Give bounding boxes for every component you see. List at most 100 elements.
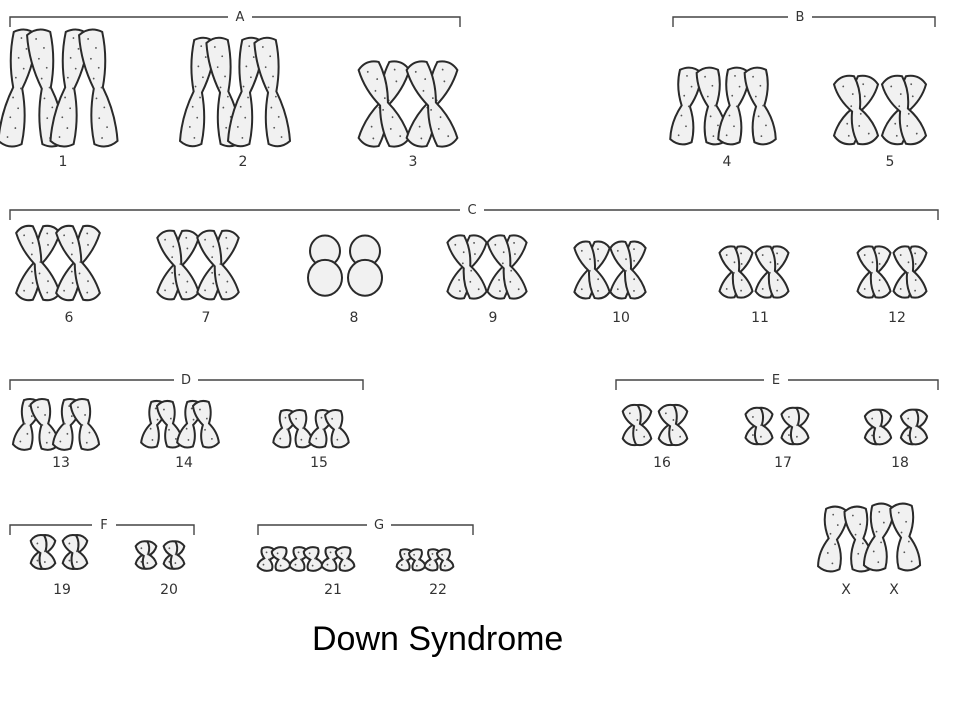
chromosome-6-copy (15, 224, 61, 302)
chromosome-18-copy (863, 408, 893, 446)
chromatid (609, 240, 647, 300)
chromatid (69, 398, 101, 451)
group-bracket-d (9, 379, 364, 390)
sex-chromosome-x (862, 502, 922, 572)
chromosome-17-copy (780, 406, 810, 446)
chromatid (899, 408, 929, 446)
group-label-b: B (796, 10, 805, 25)
group-bracket-f (9, 524, 195, 535)
group-label-d: D (181, 373, 191, 388)
chromatid (718, 245, 754, 299)
chromosome-1-copy (49, 28, 119, 148)
chromosome-number-8: 8 (350, 310, 359, 326)
chromatid (863, 408, 893, 446)
chromosome-9-copy (486, 234, 528, 300)
chromatid (334, 546, 356, 572)
chromosome-10-copy (573, 240, 611, 300)
chromosome-number-20: 20 (160, 582, 178, 598)
chromosome-number-16: 16 (653, 455, 671, 471)
group-label-g: G (374, 518, 384, 533)
group-label-c: C (467, 203, 476, 218)
chromosome-22-copy (395, 548, 427, 572)
chromosome-4-copy (717, 66, 777, 146)
chromosome-12-copy (892, 245, 928, 299)
chromatid (407, 548, 427, 572)
chromosome-13-copy (51, 398, 101, 451)
chromatid (324, 409, 350, 449)
chromosome-16-copy (657, 403, 689, 447)
chromatid (78, 28, 119, 148)
chromatid (832, 74, 880, 146)
chromosome-20-copy (134, 540, 158, 570)
chromatid (743, 66, 777, 146)
chromosome-19-copy (29, 534, 57, 570)
chromosome-number-5: 5 (886, 154, 895, 170)
chromosome-number-11: 11 (751, 310, 769, 326)
chromosome-number-2: 2 (239, 154, 248, 170)
sex-chromosome-label: X (889, 582, 899, 598)
chromosome-3-copy (405, 60, 459, 148)
chromosome-18-copy (899, 408, 929, 446)
chromatid (55, 224, 101, 302)
chromosome-15-copy (308, 409, 350, 449)
chromosome-number-15: 15 (310, 455, 328, 471)
chromosome-number-3: 3 (409, 154, 418, 170)
chromosome-number-14: 14 (175, 455, 193, 471)
chromosome-7-copy (156, 229, 200, 301)
chromosome-12-copy (856, 245, 892, 299)
chromatid (191, 399, 220, 449)
chromosome-5-copy (832, 74, 880, 146)
chromatid (405, 60, 459, 148)
chromatid (657, 403, 689, 447)
chromosome-number-22: 22 (429, 582, 447, 598)
chromosome-number-21: 21 (324, 582, 342, 598)
chromatid (435, 548, 455, 572)
chromosome-14-copy (176, 399, 220, 449)
chromatid (889, 502, 922, 572)
group-bracket-c (9, 209, 939, 220)
chromosome-number-17: 17 (774, 455, 792, 471)
sex-chromosome-label: X (841, 582, 851, 598)
chromatid (253, 36, 292, 148)
chromatid (61, 534, 89, 570)
chromatid (621, 403, 653, 447)
chromosome-number-7: 7 (202, 310, 211, 326)
chromosome-10-copy (609, 240, 647, 300)
chromosome-3-copy (357, 60, 411, 148)
chromosome-17-copy (744, 406, 774, 446)
chromosome-19-copy (61, 534, 89, 570)
chromatid (134, 540, 158, 570)
chromosome-11-copy (754, 245, 790, 299)
chromosome-6-copy (55, 224, 101, 302)
chromatid (754, 245, 790, 299)
chromatid (892, 245, 928, 299)
chromosome-5-copy (880, 74, 928, 146)
chromatid (486, 234, 528, 300)
group-label-a: A (236, 10, 245, 25)
chromosome-9-copy (446, 234, 488, 300)
chromosome-number-12: 12 (888, 310, 906, 326)
chromosome-8-copy (347, 234, 383, 297)
group-label-e: E (772, 373, 780, 388)
chromatid (780, 406, 810, 446)
group-bracket-e (615, 379, 939, 390)
chromosome-21-copy (288, 546, 324, 572)
chromosome-number-18: 18 (891, 455, 909, 471)
chromosome-number-19: 19 (53, 582, 71, 598)
group-label-f: F (100, 518, 107, 533)
chromatid (744, 406, 774, 446)
chromosome-number-1: 1 (59, 154, 68, 170)
chromosome-number-13: 13 (52, 455, 70, 471)
chromatid (856, 245, 892, 299)
chromosome-16-copy (621, 403, 653, 447)
chromosome-21-copy (320, 546, 356, 572)
chromosome-7-copy (196, 229, 240, 301)
chromosome-number-10: 10 (612, 310, 630, 326)
figure-title: Down Syndrome (312, 620, 563, 658)
group-bracket-a (9, 16, 461, 27)
chromatid (196, 229, 240, 301)
group-bracket-b (672, 16, 936, 27)
chromatid (162, 540, 186, 570)
group-bracket-g (257, 524, 474, 535)
